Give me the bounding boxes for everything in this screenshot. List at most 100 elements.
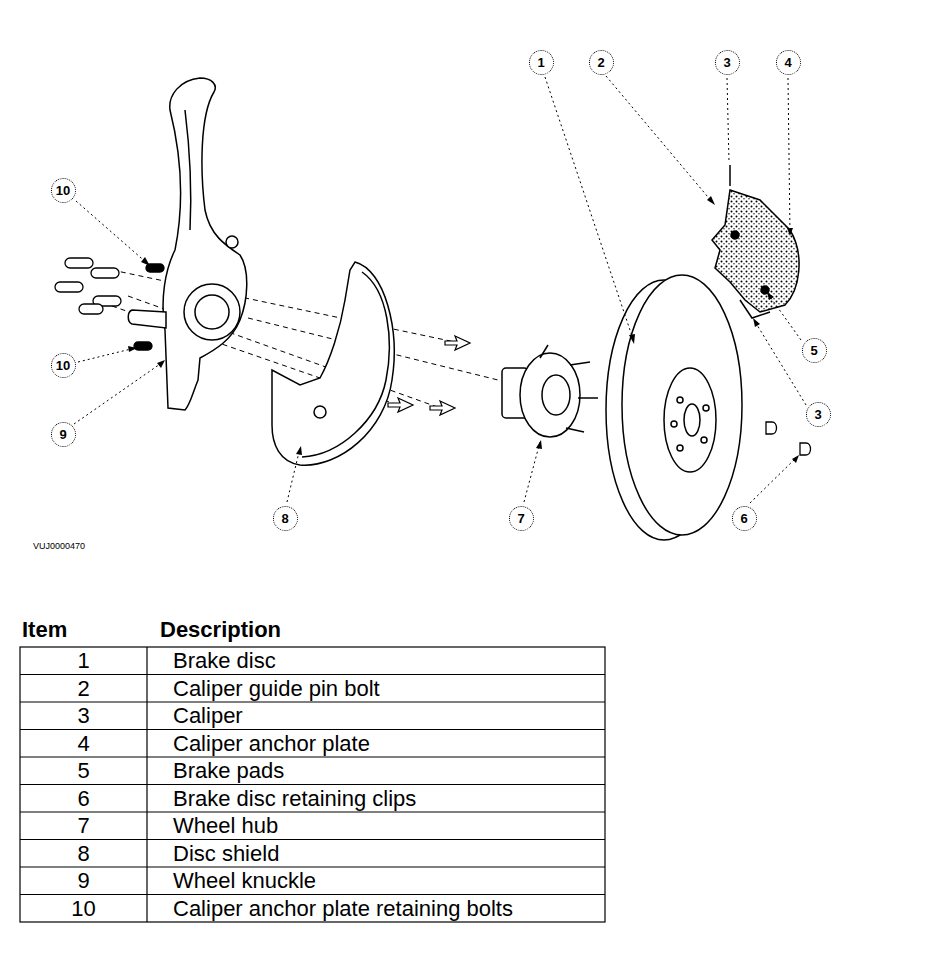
arrowhead bbox=[141, 257, 150, 266]
table-description: Brake disc retaining clips bbox=[173, 785, 416, 813]
callout-number: 10 bbox=[56, 359, 70, 372]
guide-line bbox=[729, 165, 731, 186]
table-row-line bbox=[20, 729, 605, 730]
table-item-number: 10 bbox=[20, 895, 147, 923]
table-row-line bbox=[20, 894, 605, 895]
callout-circle: 4 bbox=[776, 50, 801, 75]
knuckle-arm bbox=[128, 310, 166, 328]
callout-circle: 10 bbox=[51, 178, 76, 203]
disc-bore bbox=[684, 404, 700, 436]
leader-line bbox=[74, 362, 163, 424]
arrowhead bbox=[753, 318, 760, 327]
retaining-clip bbox=[766, 422, 777, 434]
wheel-stud bbox=[540, 345, 548, 358]
leader-line bbox=[788, 78, 790, 234]
leader-line bbox=[768, 294, 801, 340]
brake-pad-edge bbox=[740, 300, 770, 318]
table-row-line bbox=[20, 866, 605, 867]
callout-circle: 3 bbox=[806, 402, 831, 427]
wheel-stud bbox=[570, 362, 590, 365]
table-border bbox=[20, 647, 605, 922]
leader-line bbox=[76, 201, 148, 264]
table-row-line bbox=[20, 839, 605, 840]
hollow-arrows bbox=[388, 336, 470, 415]
table-description: Caliper bbox=[173, 702, 243, 730]
table-item-number: 9 bbox=[20, 867, 147, 895]
anchor-bolts bbox=[55, 258, 164, 350]
arrowhead bbox=[707, 196, 715, 205]
parts-table-grid bbox=[20, 647, 605, 922]
stud-hole bbox=[703, 405, 709, 411]
bolt bbox=[65, 258, 93, 268]
callout-circle: 6 bbox=[732, 506, 757, 531]
leader-arrowheads bbox=[128, 196, 799, 463]
leader-line bbox=[750, 457, 797, 503]
wheel-stud bbox=[566, 428, 584, 432]
hub-bore-inner bbox=[195, 295, 229, 329]
stud-hole bbox=[701, 437, 707, 443]
table-item-number: 2 bbox=[20, 675, 147, 703]
leader-line bbox=[524, 442, 540, 502]
disc-shield bbox=[272, 262, 394, 465]
arrowhead bbox=[629, 334, 635, 344]
direction-arrow bbox=[430, 401, 455, 415]
table-row-line bbox=[20, 674, 605, 675]
table-description: Brake pads bbox=[173, 757, 284, 785]
disc-face bbox=[622, 275, 742, 535]
arrowhead bbox=[128, 346, 137, 352]
callout-number: 5 bbox=[810, 344, 817, 357]
arrowhead bbox=[767, 292, 774, 300]
bolt bbox=[79, 304, 103, 314]
table-row-line bbox=[20, 701, 605, 702]
anchor-bolt bbox=[134, 342, 152, 350]
caliper-body bbox=[712, 190, 799, 312]
table-description: Disc shield bbox=[173, 840, 279, 868]
leader-lines bbox=[74, 76, 806, 503]
callout-circle: 3 bbox=[715, 50, 740, 75]
shield-rim bbox=[302, 272, 389, 457]
direction-arrow bbox=[388, 398, 413, 412]
caliper-assembly bbox=[712, 165, 799, 318]
callout-number: 2 bbox=[597, 56, 604, 69]
wheel-hub bbox=[502, 345, 598, 437]
table-row-line bbox=[20, 756, 605, 757]
shield-hole bbox=[314, 406, 326, 418]
retaining-clip bbox=[800, 443, 811, 455]
callout-number: 6 bbox=[740, 512, 747, 525]
table-description: Brake disc bbox=[173, 647, 276, 675]
callout-number: 3 bbox=[814, 408, 821, 421]
hub-bore bbox=[184, 284, 240, 340]
table-item-number: 5 bbox=[20, 757, 147, 785]
bolt bbox=[55, 282, 83, 292]
arrowhead bbox=[296, 446, 302, 455]
caliper-mark bbox=[731, 231, 739, 239]
leader-line bbox=[545, 77, 634, 342]
direction-arrow bbox=[445, 336, 470, 350]
wheel-stud bbox=[578, 397, 598, 399]
callout-number: 7 bbox=[517, 512, 524, 525]
callout-number: 1 bbox=[537, 56, 544, 69]
callout-circle: 7 bbox=[509, 506, 534, 531]
table-item-number: 3 bbox=[20, 702, 147, 730]
brake-disc bbox=[606, 275, 742, 540]
knuckle-edge bbox=[185, 110, 191, 230]
table-item-number: 6 bbox=[20, 785, 147, 813]
leader-line bbox=[754, 320, 806, 405]
bolt bbox=[91, 268, 119, 278]
table-row-line bbox=[20, 811, 605, 812]
callout-number: 10 bbox=[56, 184, 70, 197]
figure-code: VUJ0000470 bbox=[33, 541, 85, 552]
callout-circle: 10 bbox=[51, 353, 76, 378]
stud-hole bbox=[671, 421, 677, 427]
arrowhead bbox=[157, 360, 165, 368]
table-header: Description bbox=[160, 617, 281, 643]
table-header: Item bbox=[22, 617, 67, 643]
table-row-line bbox=[20, 784, 605, 785]
arrowhead bbox=[536, 440, 542, 449]
table-item-number: 7 bbox=[20, 812, 147, 840]
callout-number: 4 bbox=[784, 56, 791, 69]
table-description: Wheel knuckle bbox=[173, 867, 316, 895]
callout-number: 3 bbox=[723, 56, 730, 69]
